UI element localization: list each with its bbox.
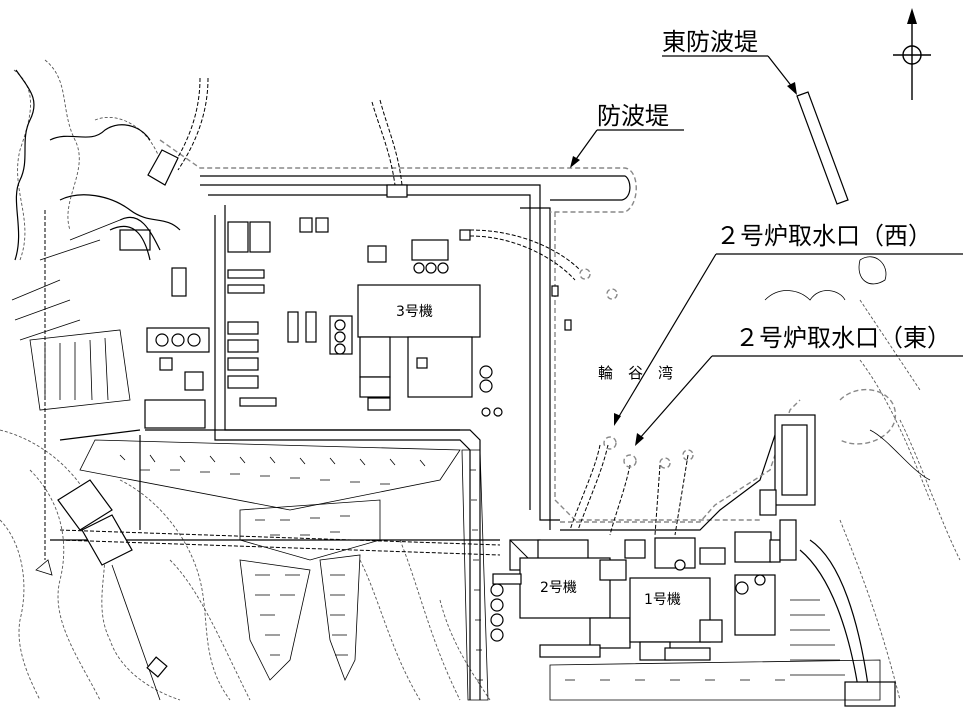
breakwater-label: 防波堤 — [597, 102, 669, 130]
west-structures — [35, 479, 501, 701]
right-shore — [560, 256, 931, 707]
intake-east-callout: ２号炉取水口（東） — [635, 324, 963, 446]
site-roads — [50, 184, 560, 700]
breakwater-callout: 防波堤 — [570, 102, 684, 168]
unit1-label: 1号機 — [644, 592, 681, 608]
left-coastline — [11, 69, 181, 341]
intake-west-callout: ２号炉取水口（西） — [614, 222, 963, 426]
intake-mouths — [579, 268, 694, 469]
east-breakwater — [796, 91, 849, 205]
northwest-pier — [109, 149, 179, 261]
unit2-label: 2号機 — [540, 580, 577, 596]
unit2-building — [519, 557, 611, 619]
breakwater — [159, 139, 760, 521]
intake-west-label: ２号炉取水口（西） — [716, 222, 932, 250]
intake-east-label: ２号炉取水口（東） — [735, 324, 951, 352]
unit1-building — [629, 577, 711, 643]
unit3-complex: 3号機 — [227, 184, 572, 417]
unit3-label: 3号機 — [396, 304, 433, 320]
terrain-contours — [0, 59, 961, 701]
east-breakwater-callout: 東防波堤 — [662, 28, 797, 95]
north-arrow-icon — [893, 8, 931, 100]
bay-label: 輪 谷 湾 — [598, 364, 673, 382]
unit12-complex: 2号機 1号機 — [490, 531, 781, 661]
east-breakwater-label: 東防波堤 — [662, 28, 758, 56]
left-facility — [119, 229, 210, 429]
slope-areas — [29, 329, 881, 701]
